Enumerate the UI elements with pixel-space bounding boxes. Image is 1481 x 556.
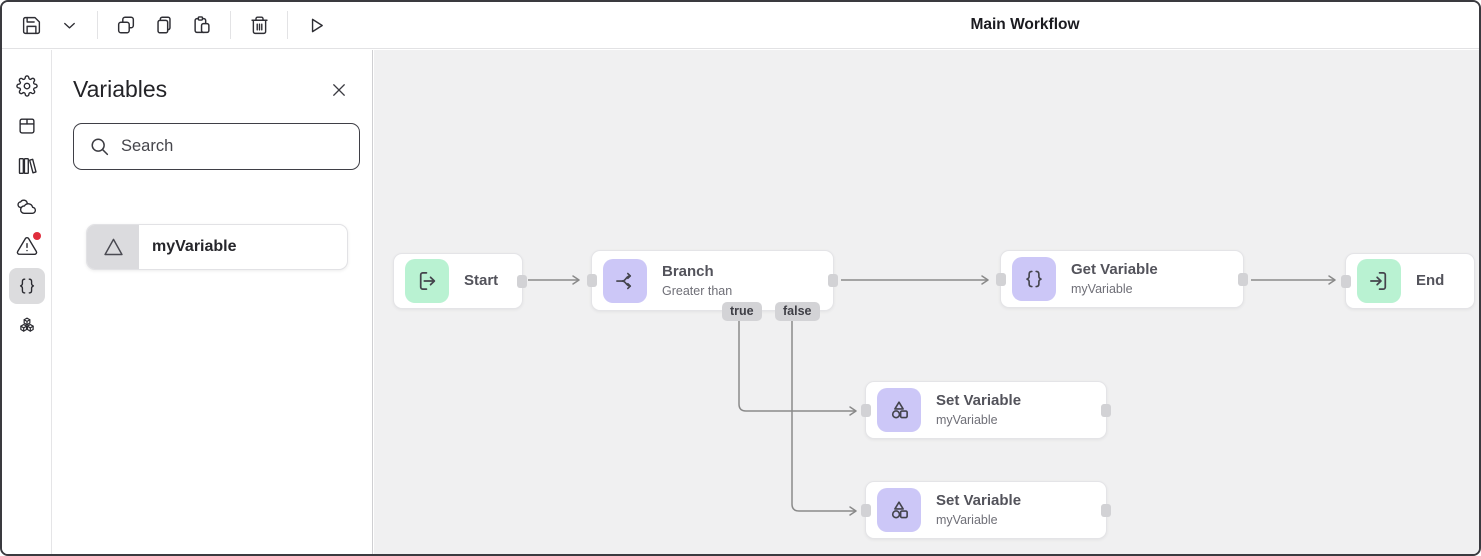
node-set-variable-false[interactable]: Set Variable myVariable	[861, 481, 1111, 539]
braces-icon	[16, 275, 38, 297]
node-branch[interactable]: Branch Greater than true false	[587, 250, 838, 321]
node-subtitle: Greater than	[662, 283, 733, 298]
sidebar-item-blocks[interactable]	[9, 308, 45, 344]
search-icon	[89, 136, 121, 157]
delete-icon	[249, 15, 270, 36]
run-icon	[306, 15, 327, 36]
alert-triangle-icon	[16, 235, 38, 257]
notification-dot	[32, 232, 41, 240]
save-options-button[interactable]	[53, 9, 85, 41]
set-variable-icon	[877, 488, 921, 532]
copy-icon	[153, 14, 175, 36]
branch-output-true[interactable]: true	[722, 302, 762, 321]
toolbar-divider	[287, 11, 288, 39]
copy-button[interactable]	[148, 9, 180, 41]
settings-icon	[15, 75, 38, 97]
search-box	[73, 123, 360, 170]
edge-branch-false-setvariable[interactable]	[791, 321, 857, 516]
node-subtitle: myVariable	[936, 413, 998, 427]
end-icon	[1357, 259, 1401, 303]
sidebar-item-settings[interactable]	[9, 68, 45, 104]
output-port[interactable]	[517, 274, 527, 288]
node-end[interactable]: End	[1341, 253, 1475, 309]
edge-branch-true-setvariable[interactable]	[738, 321, 857, 416]
output-port[interactable]	[1101, 503, 1111, 517]
chevron-down-icon	[60, 16, 79, 35]
sidebar-item-clouds[interactable]	[9, 188, 45, 224]
search-input[interactable]	[121, 137, 349, 156]
close-icon	[330, 81, 348, 99]
save-button[interactable]	[15, 9, 47, 41]
library-icon	[16, 155, 38, 177]
duplicate-button[interactable]	[110, 9, 142, 41]
close-panel-button[interactable]	[330, 81, 348, 99]
run-button[interactable]	[300, 9, 332, 41]
branch-output-false[interactable]: false	[775, 302, 820, 321]
top-toolbar: Main Workflow	[2, 2, 1479, 49]
output-port[interactable]	[828, 274, 838, 287]
sidebar-item-alerts[interactable]	[9, 228, 45, 264]
node-get-variable[interactable]: Get Variable myVariable	[996, 250, 1248, 308]
node-title: Start	[464, 272, 499, 289]
cubes-icon	[16, 315, 38, 337]
save-icon	[21, 15, 42, 36]
output-port[interactable]	[1238, 272, 1248, 286]
paste-icon	[191, 14, 213, 36]
node-title: Set Variable	[936, 492, 1022, 509]
start-icon	[405, 259, 449, 303]
input-port[interactable]	[861, 503, 871, 517]
box-icon	[16, 115, 38, 137]
triangle-icon	[87, 225, 139, 269]
duplicate-icon	[115, 14, 137, 36]
node-subtitle: myVariable	[1071, 282, 1133, 296]
page-title: Main Workflow	[970, 16, 1080, 33]
node-start[interactable]: Start	[393, 253, 527, 309]
set-variable-icon	[877, 388, 921, 432]
toolbar-divider	[230, 11, 231, 39]
node-title: Branch	[662, 262, 714, 280]
edges-layer	[528, 275, 1336, 516]
toolbar-divider	[97, 11, 98, 39]
input-port[interactable]	[861, 403, 871, 417]
input-port[interactable]	[587, 274, 597, 287]
sidebar-item-library[interactable]	[9, 148, 45, 184]
paste-button[interactable]	[186, 9, 218, 41]
branch-icon	[603, 258, 647, 303]
node-set-variable-true[interactable]: Set Variable myVariable	[861, 381, 1111, 439]
variable-name: myVariable	[152, 238, 237, 255]
variable-list-item[interactable]: myVariable	[86, 224, 348, 270]
panel-title: Variables	[73, 76, 168, 102]
node-title: Get Variable	[1071, 261, 1158, 278]
input-port[interactable]	[1341, 274, 1351, 288]
get-variable-icon	[1012, 257, 1056, 301]
input-port[interactable]	[996, 272, 1006, 286]
node-subtitle: myVariable	[936, 513, 998, 527]
variables-panel: Variables myVa	[53, 50, 373, 554]
activity-bar	[2, 50, 52, 554]
output-port[interactable]	[1101, 403, 1111, 417]
sidebar-item-variables[interactable]	[8, 268, 45, 304]
node-title: End	[1416, 272, 1445, 289]
sidebar-item-box[interactable]	[9, 108, 45, 144]
node-title: Set Variable	[936, 392, 1022, 409]
delete-button[interactable]	[243, 9, 275, 41]
clouds-icon	[16, 195, 38, 217]
workflow-canvas[interactable]: Start Branch Greater than true	[374, 50, 1479, 554]
